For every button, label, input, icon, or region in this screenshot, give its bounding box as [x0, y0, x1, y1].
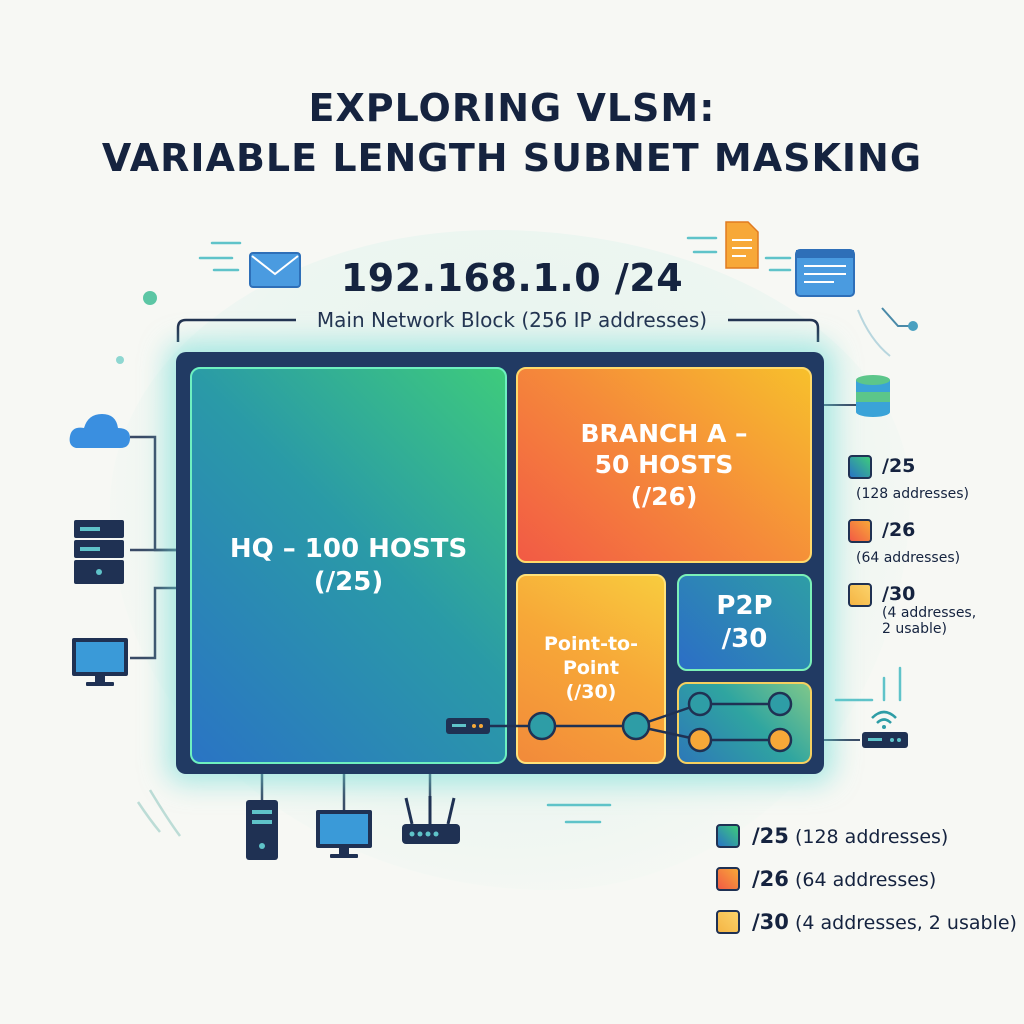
title-line-1: EXPLORING VLSM:: [308, 86, 716, 130]
legend-prefix: /30: [752, 910, 789, 934]
browser-window-icon: [795, 249, 855, 297]
monitor-icon: [72, 638, 128, 686]
legend-bottom-item-30: /30 (4 addresses, 2 usable): [716, 910, 1017, 935]
cloud-icon: [69, 414, 130, 448]
legend-prefix: /25: [752, 824, 789, 848]
hq-subnet-label: HQ – 100 HOSTS (/25): [229, 534, 468, 597]
legend-desc: (4 addresses, 2 usable): [794, 912, 1017, 934]
tower-server-icon: [246, 800, 278, 860]
legend-prefix: /26: [752, 867, 789, 891]
legend-desc: (128 addresses): [856, 486, 970, 502]
link-node: [687, 691, 713, 717]
p2p-subnet: P2P /30: [677, 574, 812, 671]
switch-icon: [862, 732, 908, 748]
network-description: Main Network Block (256 IP addresses): [316, 308, 708, 332]
link-node: [621, 711, 651, 741]
legend-right-item-30: /30 (4 addresses, 2 usable): [848, 583, 976, 637]
legend-bottom-item-25: /25 (128 addresses): [716, 824, 948, 849]
legend-desc: (4 addresses, 2 usable): [882, 605, 977, 637]
network-address: 192.168.1.0 /24: [340, 256, 684, 300]
legend-swatch: [848, 455, 872, 479]
switch-icon: [446, 718, 490, 734]
document-icon: [725, 221, 759, 269]
title-line-2: VARIABLE LENGTH SUBNET MASKING: [101, 136, 923, 180]
legend-prefix: /25: [882, 455, 916, 477]
router-icon: [402, 796, 460, 844]
legend-right-item-25: /25: [848, 455, 915, 479]
legend-prefix: /30: [882, 583, 916, 605]
wifi-icon: [871, 710, 897, 729]
legend-prefix: /26: [882, 519, 916, 541]
legend-swatch: [716, 867, 740, 891]
legend-swatch: [716, 824, 740, 848]
link-node: [687, 727, 713, 753]
email-icon: [249, 252, 301, 288]
legend-bottom-item-26: /26 (64 addresses): [716, 867, 936, 892]
legend-swatch: [848, 519, 872, 543]
p2p-label: P2P /30: [716, 591, 773, 654]
monitor-icon: [316, 810, 372, 858]
branch-a-subnet: BRANCH A – 50 HOSTS (/26): [516, 367, 812, 563]
legend-right-item-26: /26: [848, 519, 915, 543]
legend-desc: (64 addresses): [794, 869, 937, 891]
legend-swatch: [848, 583, 872, 607]
link-node: [767, 691, 793, 717]
legend-swatch: [716, 910, 740, 934]
legend-desc: (128 addresses): [794, 826, 949, 848]
point-to-point-label: Point-to- Point (/30): [543, 633, 638, 703]
hq-subnet: HQ – 100 HOSTS (/25): [190, 367, 507, 764]
branch-a-subnet-label: BRANCH A – 50 HOSTS (/26): [580, 419, 748, 511]
link-node: [767, 727, 793, 753]
database-icon: [856, 375, 890, 417]
legend-desc: (64 addresses): [856, 550, 961, 566]
server-icon: [74, 520, 124, 584]
link-node: [527, 711, 557, 741]
